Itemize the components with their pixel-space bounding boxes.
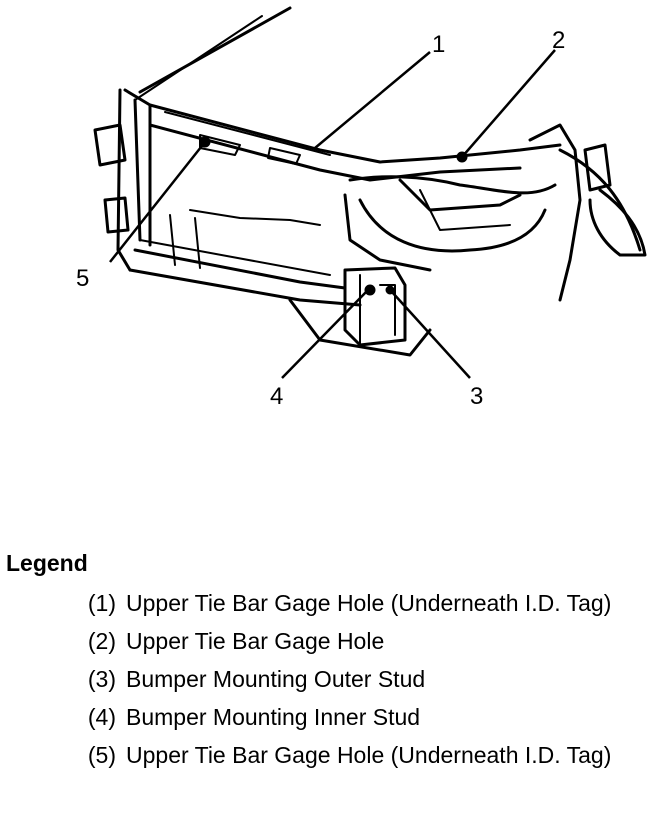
callout-5: 5 (76, 265, 89, 292)
legend-item: (1) Upper Tie Bar Gage Hole (Underneath … (6, 590, 646, 617)
front-end-structure-diagram: 1 2 3 4 5 (76, 6, 647, 410)
legend: Legend (1) Upper Tie Bar Gage Hole (Unde… (6, 548, 646, 780)
callout-4: 4 (270, 383, 283, 410)
legend-item-number: (5) (87, 742, 116, 768)
legend-item-text: Upper Tie Bar Gage Hole (126, 628, 385, 654)
legend-title: Legend (6, 550, 88, 576)
legend-item-number: (2) (87, 628, 116, 654)
legend-item-text: Bumper Mounting Outer Stud (126, 666, 426, 692)
callout-3: 3 (470, 383, 483, 410)
legend-item: (2) Upper Tie Bar Gage Hole (6, 628, 646, 655)
callout-1: 1 (432, 31, 445, 58)
legend-item: (3) Bumper Mounting Outer Stud (6, 666, 646, 693)
legend-item-text: Bumper Mounting Inner Stud (126, 704, 421, 730)
legend-item-text: Upper Tie Bar Gage Hole (Underneath I.D.… (126, 742, 612, 768)
legend-item-number: (3) (87, 666, 116, 692)
legend-item: (5) Upper Tie Bar Gage Hole (Underneath … (6, 742, 646, 769)
callout-2: 2 (552, 27, 565, 54)
legend-item: (4) Bumper Mounting Inner Stud (6, 704, 646, 731)
legend-item-text: Upper Tie Bar Gage Hole (Underneath I.D.… (126, 590, 612, 616)
callout-leaders (109, 49, 556, 379)
legend-list: (1) Upper Tie Bar Gage Hole (Underneath … (6, 590, 646, 769)
legend-item-number: (1) (87, 590, 116, 616)
legend-item-number: (4) (87, 704, 116, 730)
radiator-support-drawing (93, 6, 647, 357)
